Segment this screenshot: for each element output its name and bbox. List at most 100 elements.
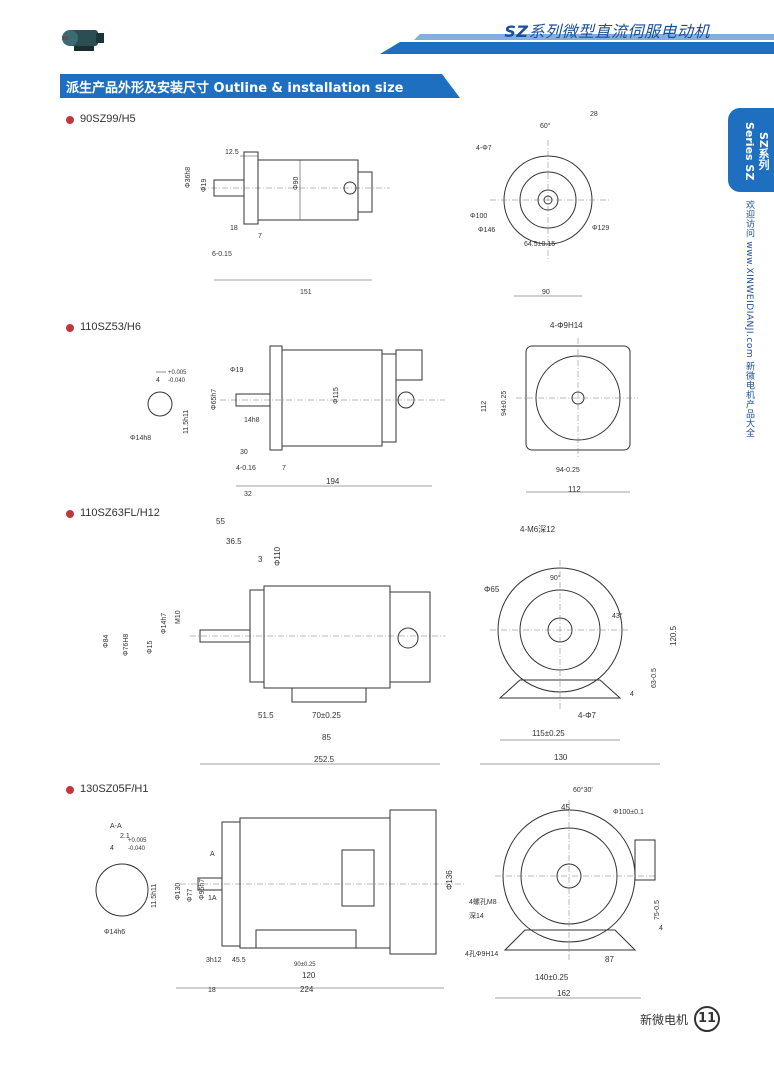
dim-label: 60°30' xyxy=(573,786,593,794)
dim-label: 32 xyxy=(244,491,252,498)
drawing-110sz53-side: Φ19 Φ65h7 14h8 Φ115 30 4-0.16 7 32 194 xyxy=(211,345,445,498)
dim-label: Φ65h7 xyxy=(211,389,218,410)
dim-label: 4螺孔M8 xyxy=(469,897,497,906)
model-title: 130SZ05F/H1 xyxy=(80,783,149,795)
dim-label: 18 xyxy=(230,225,238,232)
dim-label: 64.5±0.15 xyxy=(524,241,555,248)
dim-label: 6-0.15 xyxy=(212,251,232,258)
dim-label: 120.5 xyxy=(669,625,678,646)
drawing-110sz53-key: 4 +0.005 -0.040 Φ14h8 11.5h11 xyxy=(130,370,190,442)
footer-brand: 新微电机 xyxy=(640,1013,689,1027)
dim-label: 深14 xyxy=(469,911,484,920)
dim-label: 7 xyxy=(282,465,286,472)
drawing-90sz99-side: 12.5 Φ36h8 Φ19 Φ90 18 7 6-0.15 151 xyxy=(185,149,390,296)
section-banner xyxy=(60,74,460,98)
bullet-icon xyxy=(66,116,74,124)
dim-label: Φ100 xyxy=(470,213,487,220)
dim-label: 1A xyxy=(208,895,217,902)
dim-label: 55 xyxy=(216,517,225,526)
dim-label: A xyxy=(210,851,215,858)
dim-label: Φ136 xyxy=(445,870,454,890)
dim-label: 4 xyxy=(156,377,160,384)
dim-label: 94±0.25 xyxy=(501,391,508,416)
dim-label: Φ15 xyxy=(147,641,154,654)
dim-label: 4-Φ7 xyxy=(476,145,492,152)
dim-label: 4-M6深12 xyxy=(520,525,556,534)
dim-label: +0.005 xyxy=(128,838,147,844)
dim-label: 112 xyxy=(568,485,581,494)
dim-label: 3h12 xyxy=(206,957,222,964)
bullet-icon xyxy=(66,786,74,794)
dim-label: Φ90 xyxy=(293,177,300,190)
dim-label: 18 xyxy=(208,987,216,994)
dim-label: 45 xyxy=(561,803,570,812)
dim-label: 85 xyxy=(322,733,331,742)
model-title: 90SZ99/H5 xyxy=(80,113,136,125)
series-tab-label: SZ系列 Series SZ xyxy=(743,121,770,181)
dim-label: Φ19 xyxy=(201,179,208,192)
dim-label: 14h8 xyxy=(244,417,260,424)
model-title: 110SZ63FL/H12 xyxy=(80,507,160,519)
drawing-110sz63-side: 55 36.5 3 Φ110 M10 Φ14h7 Φ84 Φ76H8 Φ15 5… xyxy=(103,517,445,765)
dim-label: 151 xyxy=(300,289,312,296)
dim-label: Φ84 xyxy=(103,635,110,648)
dim-label: 4-Φ7 xyxy=(578,711,596,720)
dim-label: 7 xyxy=(258,233,262,240)
drawing-130sz05-front: 60°30' 45 Φ100±0.1 4螺孔M8 深14 75-0.5 4 4孔… xyxy=(465,786,663,999)
dim-label: 4 xyxy=(659,925,663,932)
dim-label: 3 xyxy=(258,555,263,564)
dim-label: 75-0.5 xyxy=(654,900,661,920)
bullet-icon xyxy=(66,324,74,332)
dim-label: 11.5h11 xyxy=(151,884,158,908)
dim-label: 30 xyxy=(240,449,248,456)
dim-label: -0.040 xyxy=(128,846,146,852)
dim-label: Φ146 xyxy=(478,227,495,234)
dim-label: Φ76H8 xyxy=(123,634,130,656)
dim-label: Φ65 xyxy=(484,585,500,594)
dim-label: Φ95h7 xyxy=(199,879,206,900)
dim-label: 4 xyxy=(630,691,634,698)
dim-label: Φ110 xyxy=(273,546,282,566)
drawing-130sz05-side: A-A 2.1 4 +0.005 -0.040 11.5h11 Φ14h6 Φ1… xyxy=(95,809,465,994)
model-title: 110SZ53/H6 xyxy=(80,321,141,333)
page-number: 11 xyxy=(694,1006,720,1032)
dim-label: +0.005 xyxy=(168,370,187,376)
dim-label: 90±0.25 xyxy=(294,962,316,968)
dim-label: 43° xyxy=(612,612,623,620)
dim-label: -0.040 xyxy=(168,378,186,384)
dim-label: 4孔Φ9H14 xyxy=(465,950,498,958)
drawing-110sz63-front: 4-M6深12 Φ65 90° 43° 120.5 63-0.5 4 4-Φ7 … xyxy=(480,525,678,765)
dim-label: 112 xyxy=(481,401,488,412)
header-title: SZ系列微型直流伺服电动机 xyxy=(504,22,710,41)
dim-label: Φ14h6 xyxy=(104,929,125,936)
dim-label: 36.5 xyxy=(226,537,242,546)
dim-label: M10 xyxy=(175,610,182,624)
dim-label: Φ19 xyxy=(230,367,243,374)
bullet-icon xyxy=(66,510,74,518)
side-website-text: 欢迎访问 www.XINWEIDIANJI.com 新微电机产品大全 xyxy=(744,200,754,438)
motor-logo xyxy=(62,30,104,51)
dim-label: 224 xyxy=(300,985,314,994)
series-tab[interactable] xyxy=(728,108,774,192)
drawing-90sz99-front: 60° 28 4-Φ7 Φ100 Φ146 Φ129 64.5±0.15 90 xyxy=(470,111,610,297)
dim-label: 120 xyxy=(302,971,316,980)
header-banner xyxy=(380,34,774,54)
dim-label: 2.1 xyxy=(120,833,130,840)
dim-label: 12.5 xyxy=(225,149,239,156)
dim-label: 28 xyxy=(590,111,598,118)
dim-label: Φ115 xyxy=(333,387,340,404)
dim-label: 45.5 xyxy=(232,957,246,964)
dim-label: 90 xyxy=(542,289,550,296)
dim-label: 140±0.25 xyxy=(535,973,569,982)
dim-label: Φ14h8 xyxy=(130,435,151,442)
dim-label: Φ77 xyxy=(187,889,194,902)
dim-label: 51.5 xyxy=(258,711,274,720)
section-title: 派生产品外形及安装尺寸 Outline & installation size xyxy=(66,81,404,96)
dim-label: 4-0.16 xyxy=(236,465,256,472)
dim-label: 4-Φ9H14 xyxy=(550,321,583,330)
dim-label: 63-0.5 xyxy=(651,668,658,688)
dim-label: 70±0.25 xyxy=(312,711,341,720)
dim-label: Φ130 xyxy=(175,883,182,900)
dim-label: 252.5 xyxy=(314,755,335,764)
dim-label: 162 xyxy=(557,989,571,998)
